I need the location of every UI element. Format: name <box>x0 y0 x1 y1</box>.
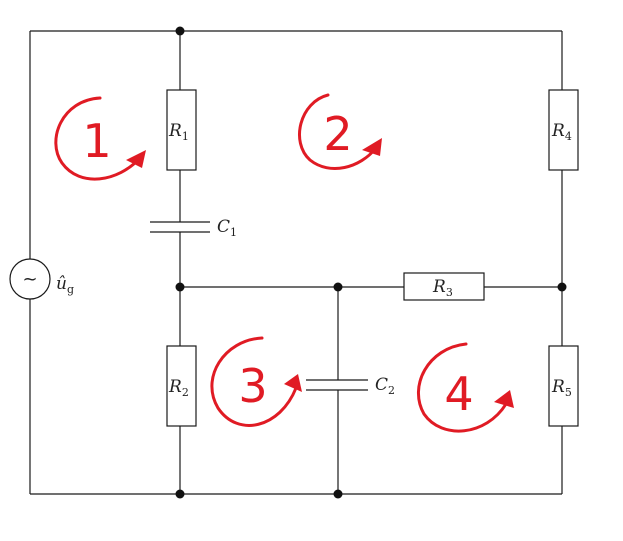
loop-3-number: 3 <box>238 359 267 413</box>
loop-1: 1 <box>54 96 146 181</box>
node-bottom-left <box>175 489 185 499</box>
node-mid-right <box>557 282 567 292</box>
loop-2-number: 2 <box>323 107 352 161</box>
resistor-r3: R3 <box>403 272 485 301</box>
resistor-r2-body <box>166 345 197 427</box>
capacitor-c1: C1 <box>150 217 237 239</box>
capacitor-c1-label: C1 <box>217 217 237 239</box>
capacitor-c2: C2 <box>306 375 395 397</box>
loop-4-arc <box>417 342 508 433</box>
resistor-r5-body <box>548 345 579 427</box>
resistor-r1: R1 <box>166 89 197 171</box>
resistor-r1-body <box>166 89 197 171</box>
ac-source-icon <box>9 258 51 300</box>
loop-3: 3 <box>210 336 302 427</box>
loop-3-arrowhead-icon <box>284 374 302 392</box>
loop-4-arrowhead-icon <box>494 390 514 408</box>
loop-3-arc <box>210 336 298 427</box>
resistor-r3-body <box>403 272 485 301</box>
resistor-r4: R4 <box>548 89 579 171</box>
voltage-source: ~ ûg <box>9 258 74 300</box>
node-top <box>175 26 185 36</box>
resistor-r3-label: R3 <box>432 277 453 299</box>
resistor-r2-label: R2 <box>168 377 189 399</box>
node-bottom-center <box>333 489 343 499</box>
ac-source-symbol: ~ <box>22 269 37 290</box>
loop-1-number: 1 <box>82 114 111 168</box>
resistor-r4-label: R4 <box>551 121 572 143</box>
resistor-r5: R5 <box>548 345 579 427</box>
loop-1-arrowhead-icon <box>126 150 146 168</box>
resistor-r5-label: R5 <box>551 377 572 399</box>
loop-2: 2 <box>298 93 382 170</box>
capacitor-c2-label: C2 <box>375 375 395 397</box>
resistor-r2: R2 <box>166 345 197 427</box>
voltage-source-label: ûg <box>56 274 74 296</box>
resistor-r1-label: R1 <box>168 121 189 143</box>
loop-4: 4 <box>417 342 514 433</box>
node-mid-left <box>175 282 185 292</box>
loop-1-arc <box>54 96 142 181</box>
loop-2-arc <box>298 93 378 170</box>
wires <box>29 30 563 495</box>
loop-2-arrowhead-icon <box>362 138 382 156</box>
loop-4-number: 4 <box>444 367 473 421</box>
node-mid-center <box>333 282 343 292</box>
nodes <box>175 26 567 499</box>
resistor-r4-body <box>548 89 579 171</box>
